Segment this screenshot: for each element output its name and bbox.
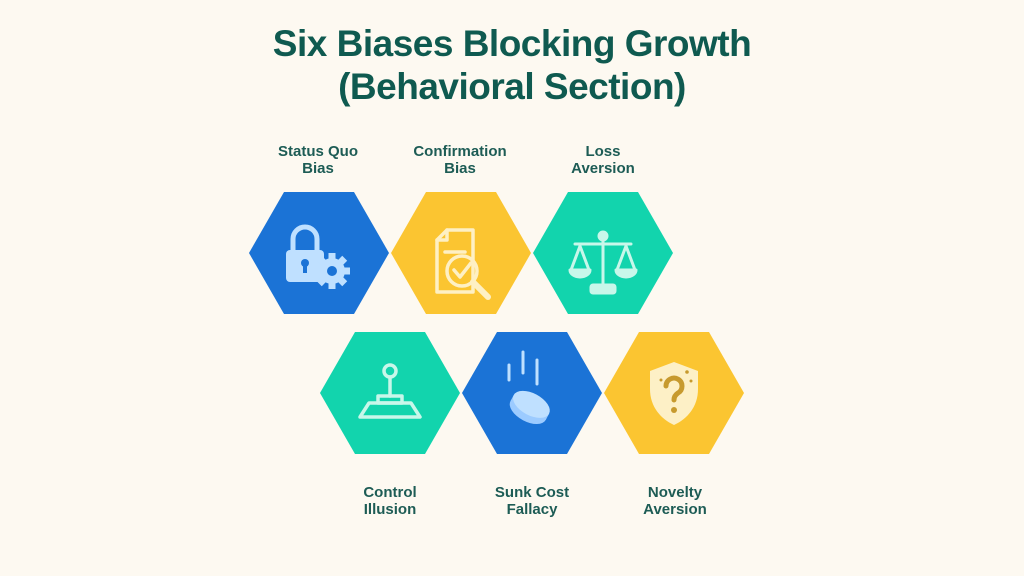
document-check-magnifier-icon xyxy=(435,228,491,300)
label-line: Bias xyxy=(302,160,334,177)
label-confirmation-bias: Confirmation Bias xyxy=(385,143,535,177)
label-status-quo-bias: Status Quo Bias xyxy=(243,143,393,177)
label-line: Control xyxy=(363,484,417,501)
falling-coin-icon xyxy=(507,350,550,425)
label-line: Loss xyxy=(585,143,621,160)
hex-sunk-cost-fallacy xyxy=(462,332,602,454)
label-line: Aversion xyxy=(643,501,707,518)
shield-question-icon xyxy=(650,362,698,425)
title-line-1: Six Biases Blocking Growth xyxy=(272,23,752,64)
label-line: Illusion xyxy=(363,501,417,518)
balance-scale-icon xyxy=(568,230,638,295)
label-line: Status Quo xyxy=(277,143,358,160)
label-novelty-aversion: Novelty Aversion xyxy=(600,484,750,518)
label-control-illusion: Control Illusion xyxy=(315,484,465,518)
hex-confirmation-bias xyxy=(391,192,531,314)
joystick-icon xyxy=(358,363,422,419)
page-title: Six Biases Blocking Growth (Behavioral S… xyxy=(0,22,1024,108)
title-line-2: (Behavioral Section) xyxy=(338,66,686,107)
hex-control-illusion xyxy=(320,332,460,454)
label-line: Aversion xyxy=(571,160,635,177)
label-line: Confirmation xyxy=(413,143,507,160)
label-sunk-cost-fallacy: Sunk Cost Fallacy xyxy=(457,484,607,518)
hex-novelty-aversion xyxy=(604,332,744,454)
lock-gear-icon xyxy=(286,224,350,289)
label-loss-aversion: Loss Aversion xyxy=(528,143,678,177)
label-line: Fallacy xyxy=(506,501,558,518)
hex-status-quo-bias xyxy=(249,192,389,314)
label-line: Bias xyxy=(444,160,476,177)
label-line: Novelty xyxy=(647,484,703,501)
hex-loss-aversion xyxy=(533,192,673,314)
label-line: Sunk Cost xyxy=(494,484,570,501)
